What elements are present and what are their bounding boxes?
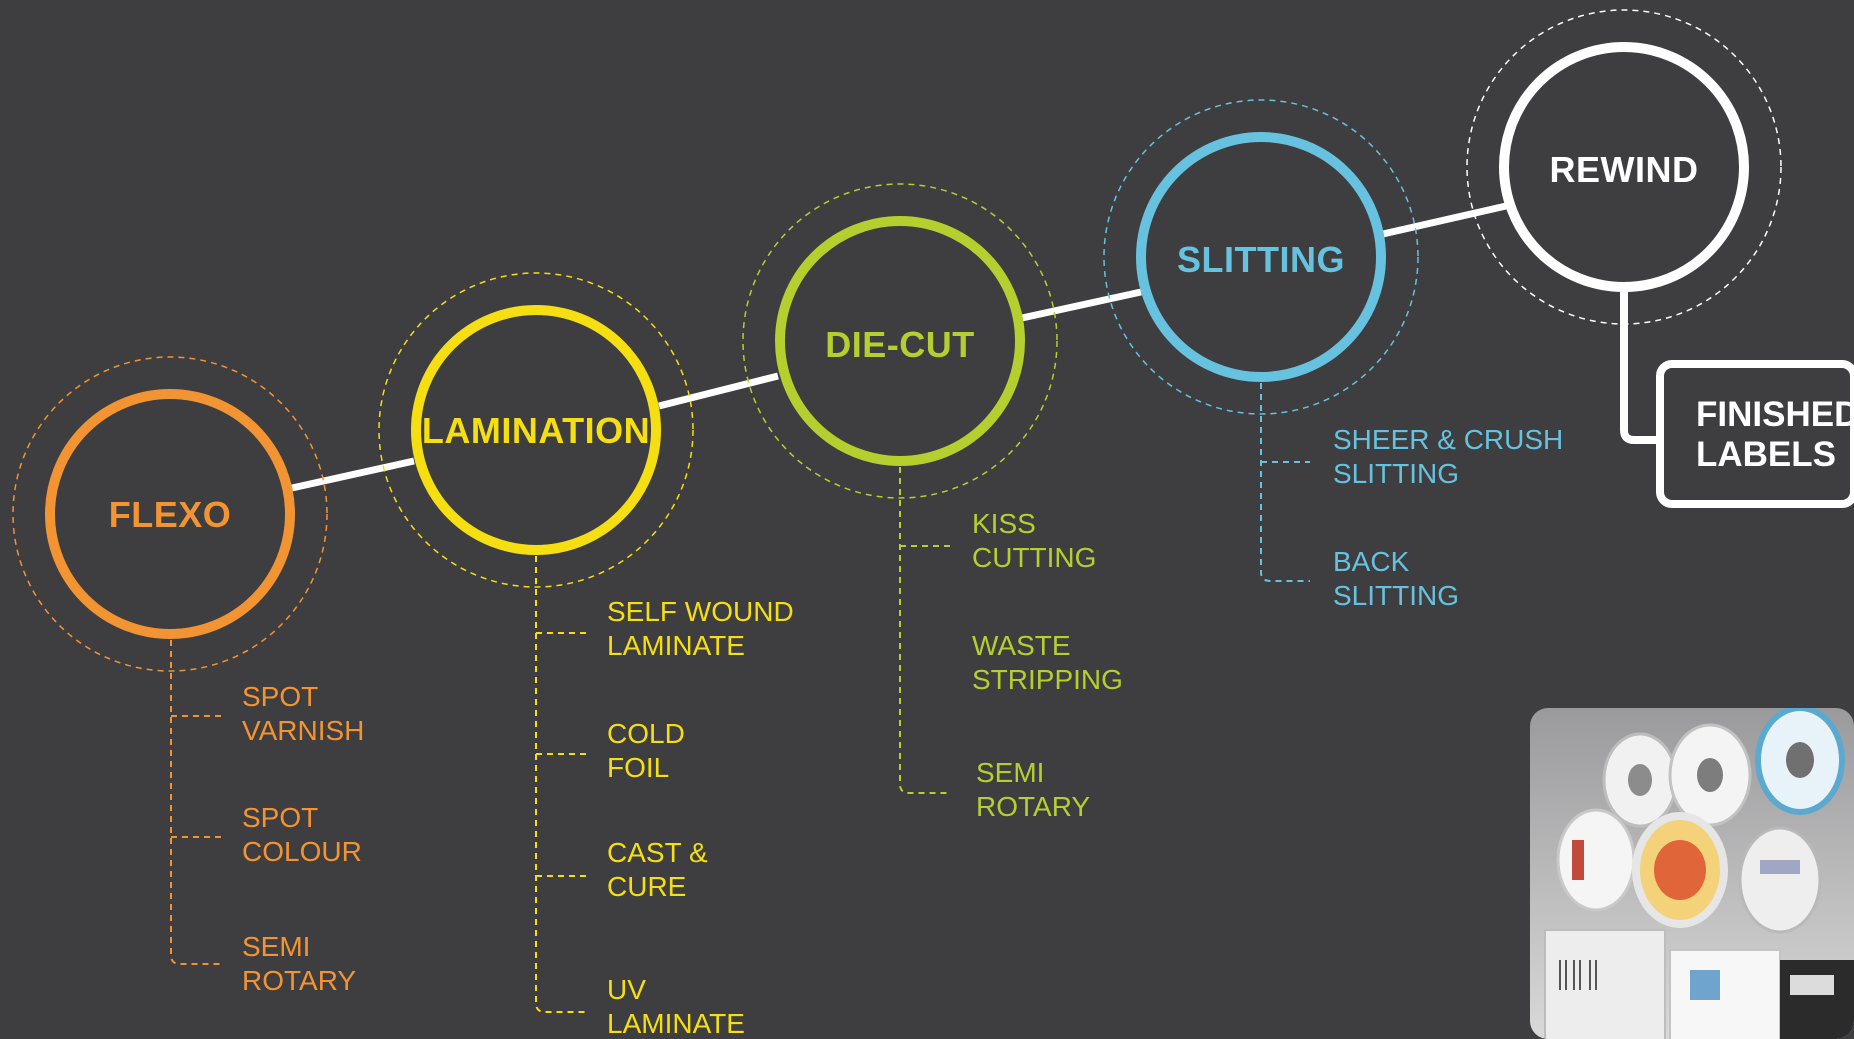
diecut-item: WASTE STRIPPING bbox=[972, 630, 1123, 695]
lamination-title: LAMINATION bbox=[422, 410, 650, 451]
diecut-title: DIE-CUT bbox=[825, 324, 975, 365]
flexo-title: FLEXO bbox=[109, 494, 232, 535]
flexo-item: SEMI ROTARY bbox=[242, 931, 356, 996]
finished-labels-box: FINISHED LABELS bbox=[1660, 364, 1854, 504]
label-rolls-photo bbox=[1530, 708, 1854, 1039]
lamination-item: COLD FOIL bbox=[607, 718, 693, 783]
slitting-title: SLITTING bbox=[1177, 239, 1345, 280]
flexo-item: SPOT COLOUR bbox=[242, 802, 362, 867]
lamination-branches bbox=[536, 556, 586, 1012]
slitting-item: BACK SLITTING bbox=[1333, 546, 1459, 611]
finished-labels-text: FINISHED LABELS bbox=[1696, 395, 1854, 474]
finished-labels-frame bbox=[1660, 364, 1854, 504]
flexo-branches bbox=[171, 640, 222, 964]
diecut-branches bbox=[900, 467, 950, 793]
rewind-to-finished-connector bbox=[1624, 290, 1660, 440]
stage-diecut: DIE-CUT KISS CUTTING WASTE STRIPPING SEM… bbox=[743, 184, 1123, 822]
diecut-item: KISS CUTTING bbox=[972, 508, 1096, 573]
stage-flexo: FLEXO SPOT VARNISH SPOT COLOUR SEMI ROTA… bbox=[13, 357, 364, 996]
lamination-item: UV LAMINATE bbox=[607, 974, 745, 1039]
rewind-title: REWIND bbox=[1550, 149, 1699, 190]
lamination-item: SELF WOUND LAMINATE bbox=[607, 596, 801, 661]
slitting-item: SHEER & CRUSH SLITTING bbox=[1333, 424, 1571, 489]
flexo-item: SPOT VARNISH bbox=[242, 681, 364, 746]
lamination-item: CAST & CURE bbox=[607, 837, 715, 902]
diecut-item: SEMI ROTARY bbox=[976, 757, 1090, 822]
